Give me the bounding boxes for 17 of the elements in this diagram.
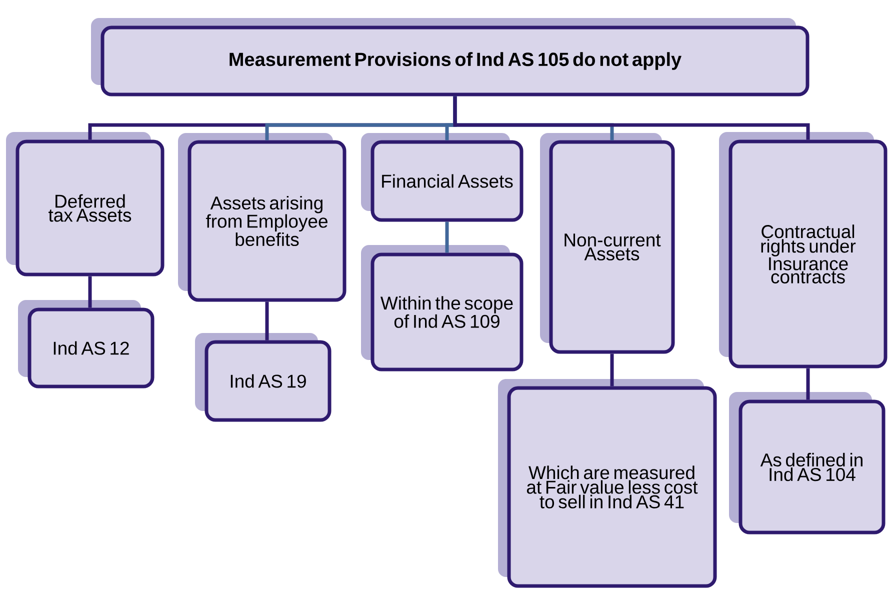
connector-line <box>88 276 92 308</box>
detail-box: Ind AS 19 <box>195 333 332 422</box>
detail-box: Within the scope of Ind AS 109 <box>361 245 524 372</box>
category-box: Financial Assets <box>361 133 524 222</box>
connector-line <box>806 368 810 400</box>
connector-line <box>265 302 269 340</box>
connector-line <box>610 354 614 386</box>
category-box: Assets arising from Employee benefits <box>178 133 346 302</box>
category-box: Contractual rights under Insurance contracts <box>719 132 888 368</box>
connector-line <box>453 96 810 140</box>
connector-line <box>445 222 449 253</box>
category-box: Non-current Assets <box>540 133 675 354</box>
category-box: Deferred tax Assets <box>6 132 164 276</box>
detail-box: As defined in Ind AS 104 <box>729 392 886 534</box>
title-box: Measurement Provisions of Ind AS 105 do not apply <box>91 18 810 96</box>
detail-box: Which are measured at Fair value less cost to sell in Ind AS 41 <box>498 379 717 588</box>
detail-box: Ind AS 12 <box>18 300 154 388</box>
